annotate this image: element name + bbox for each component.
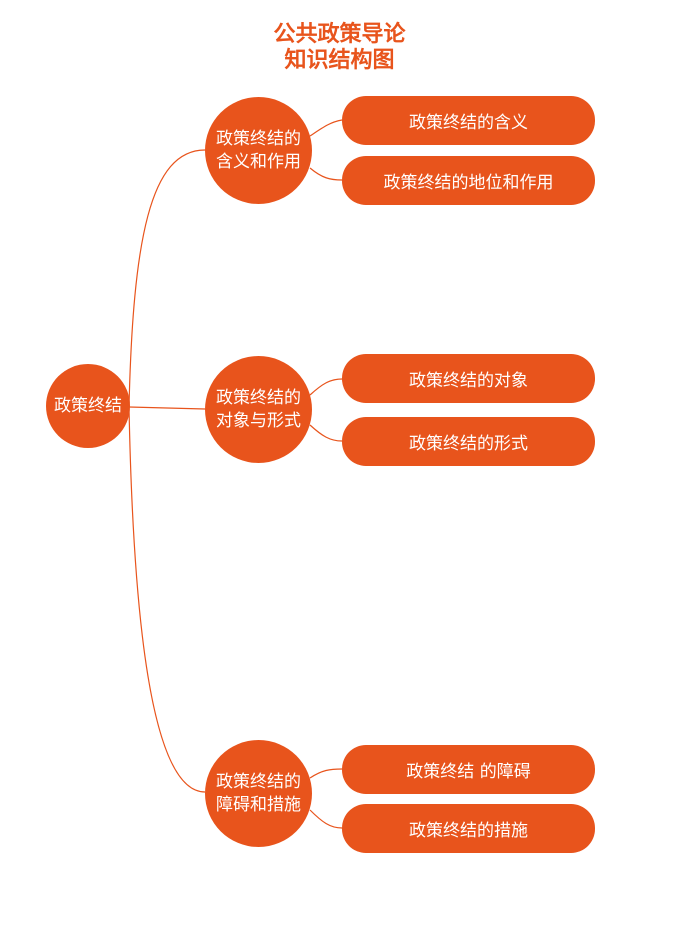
branch-node-label-line1: 政策终结的: [216, 128, 301, 149]
branch-node-label-line1: 政策终结的: [216, 771, 301, 792]
diagram-title-line1: 公共政策导论: [273, 22, 406, 47]
branch-node-label-line2: 对象与形式: [216, 410, 301, 431]
leaf-node-label: 政策终结的措施: [409, 821, 528, 841]
branch-node-label-line2: 障碍和措施: [216, 794, 301, 815]
connector-root-branch2: [128, 406, 206, 410]
leaf-node-label: 政策终结的含义: [409, 113, 528, 133]
connector-branch1-child1: [309, 119, 343, 137]
leaf-node-object: 政策终结的对象: [342, 354, 595, 403]
leaf-node-meaning: 政策终结的含义: [342, 96, 595, 145]
connector-root-branch1: [128, 149, 206, 408]
leaf-node-obstacle: 政策终结 的障碍: [342, 745, 595, 794]
leaf-node-measure: 政策终结的措施: [342, 804, 595, 853]
leaf-node-label: 政策终结的对象: [409, 371, 528, 391]
connector-branch1-child2: [309, 167, 343, 181]
branch-node-label-line1: 政策终结的: [216, 387, 301, 408]
connector-branch2-child2: [309, 424, 343, 442]
root-node: 政策终结: [46, 364, 130, 448]
root-node-label: 政策终结: [54, 395, 122, 416]
connector-branch3-child1: [309, 768, 343, 779]
connector-branch3-child2: [309, 809, 343, 829]
branch-node-obstacle-measure: 政策终结的 障碍和措施: [205, 740, 312, 847]
branch-node-label-line2: 含义和作用: [216, 151, 301, 172]
connector-branch2-child1: [309, 378, 343, 396]
leaf-node-label: 政策终结 的障碍: [406, 762, 531, 782]
diagram-title-line2: 知识结构图: [284, 48, 395, 73]
leaf-node-label: 政策终结的地位和作用: [383, 173, 554, 193]
branch-node-object-form: 政策终结的 对象与形式: [205, 356, 312, 463]
branch-node-meaning-role: 政策终结的 含义和作用: [205, 97, 312, 204]
leaf-node-form: 政策终结的形式: [342, 417, 595, 466]
leaf-node-status-role: 政策终结的地位和作用: [342, 156, 595, 205]
connector-root-branch3: [128, 406, 206, 793]
leaf-node-label: 政策终结的形式: [409, 434, 528, 454]
